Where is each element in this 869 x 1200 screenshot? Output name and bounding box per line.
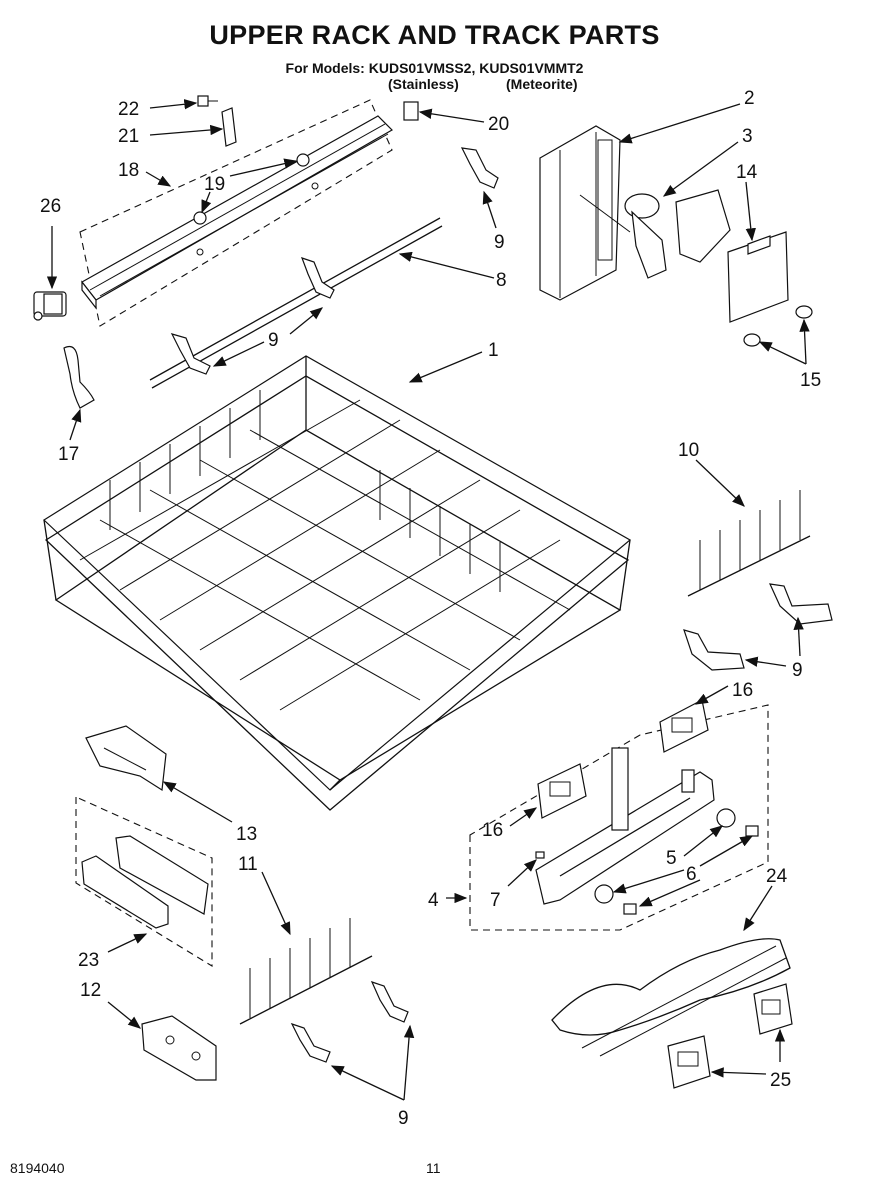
- variant-stainless: (Stainless): [388, 76, 459, 92]
- rack-part-1: [43, 355, 632, 811]
- callout-9-bottom: 9: [398, 1108, 409, 1129]
- wire-part-24: [551, 938, 791, 1057]
- callout-9-left: 9: [268, 330, 279, 351]
- group-box-track-assembly-right: [469, 704, 769, 931]
- variant-meteorite: (Meteorite): [506, 76, 578, 92]
- cap-part-15a: [795, 305, 813, 319]
- roller-clip-part-16-a: [659, 699, 709, 753]
- callout-1: 1: [488, 340, 499, 361]
- callout-22: 22: [118, 99, 139, 120]
- callout-17: 17: [58, 444, 79, 465]
- callout-10: 10: [678, 440, 699, 461]
- bracket-part-13: [85, 725, 167, 792]
- clip-part-9-d: [769, 583, 833, 625]
- page-title: UPPER RACK AND TRACK PARTS: [209, 20, 660, 50]
- end-cap-part-26: [33, 291, 67, 321]
- callout-25: 25: [770, 1070, 791, 1091]
- callout-26: 26: [40, 196, 61, 217]
- doc-number: 8194040: [10, 1160, 65, 1176]
- clip-part-9-a: [460, 147, 499, 189]
- clip-part-9-g: [290, 1022, 331, 1063]
- tine-row-part-11: [239, 918, 373, 1025]
- callout-9-top: 9: [494, 232, 505, 253]
- bracket-part-17: [63, 345, 95, 409]
- clip-part-25-b: [667, 1035, 711, 1089]
- callout-24: 24: [766, 866, 788, 887]
- screw-part-7: [535, 851, 545, 859]
- wheel-part-5-a: [716, 808, 736, 828]
- cover-part-14: [727, 231, 789, 323]
- callout-16-upper: 16: [732, 680, 753, 701]
- clip-part-9-c: [170, 333, 211, 375]
- clip-part-25-a: [753, 983, 793, 1035]
- track-part-4: [535, 747, 715, 905]
- axle-part-6-b: [623, 903, 637, 915]
- clip-part-20: [403, 101, 419, 121]
- clip-part-9-e: [683, 629, 745, 671]
- clip-part-9-b: [300, 257, 335, 299]
- callout-18: 18: [118, 160, 139, 181]
- screw-part-22: [197, 95, 218, 107]
- callout-23: 23: [78, 950, 99, 971]
- axle-part-6-a: [745, 825, 759, 837]
- callout-14: 14: [736, 162, 758, 183]
- callout-3: 3: [742, 126, 753, 147]
- callout-5: 5: [666, 848, 677, 869]
- callout-9-right: 9: [792, 660, 803, 681]
- callout-19: 19: [204, 174, 225, 195]
- callout-2: 2: [744, 88, 755, 109]
- callout-11: 11: [238, 854, 258, 875]
- models-line: For Models: KUDS01VMSS2, KUDS01VMMT2: [285, 60, 584, 76]
- callout-13: 13: [236, 824, 257, 845]
- callout-20: 20: [488, 114, 509, 135]
- callout-12: 12: [80, 980, 101, 1001]
- callout-16-lower: 16: [482, 820, 503, 841]
- rail-part-2: [539, 125, 631, 301]
- page-number: 11: [426, 1160, 441, 1176]
- cover-part-23: [81, 835, 209, 929]
- callout-21: 21: [118, 126, 139, 147]
- callout-15: 15: [800, 370, 821, 391]
- clip-part-21: [221, 107, 237, 147]
- callout-6: 6: [686, 864, 697, 885]
- cap-part-15b: [743, 333, 761, 347]
- callout-7: 7: [490, 890, 501, 911]
- callout-8: 8: [496, 270, 507, 291]
- adjuster-part-3: [624, 189, 731, 279]
- track-rail-part: [81, 115, 393, 310]
- wheel-part-5-b: [594, 884, 614, 904]
- group-box-cover-assembly: [75, 796, 213, 967]
- tine-row-part-10: [687, 490, 811, 597]
- clip-part-9-f: [370, 981, 409, 1023]
- roller-clip-part-16-b: [537, 763, 587, 819]
- bracket-part-12: [141, 1015, 217, 1081]
- callout-4: 4: [428, 890, 439, 911]
